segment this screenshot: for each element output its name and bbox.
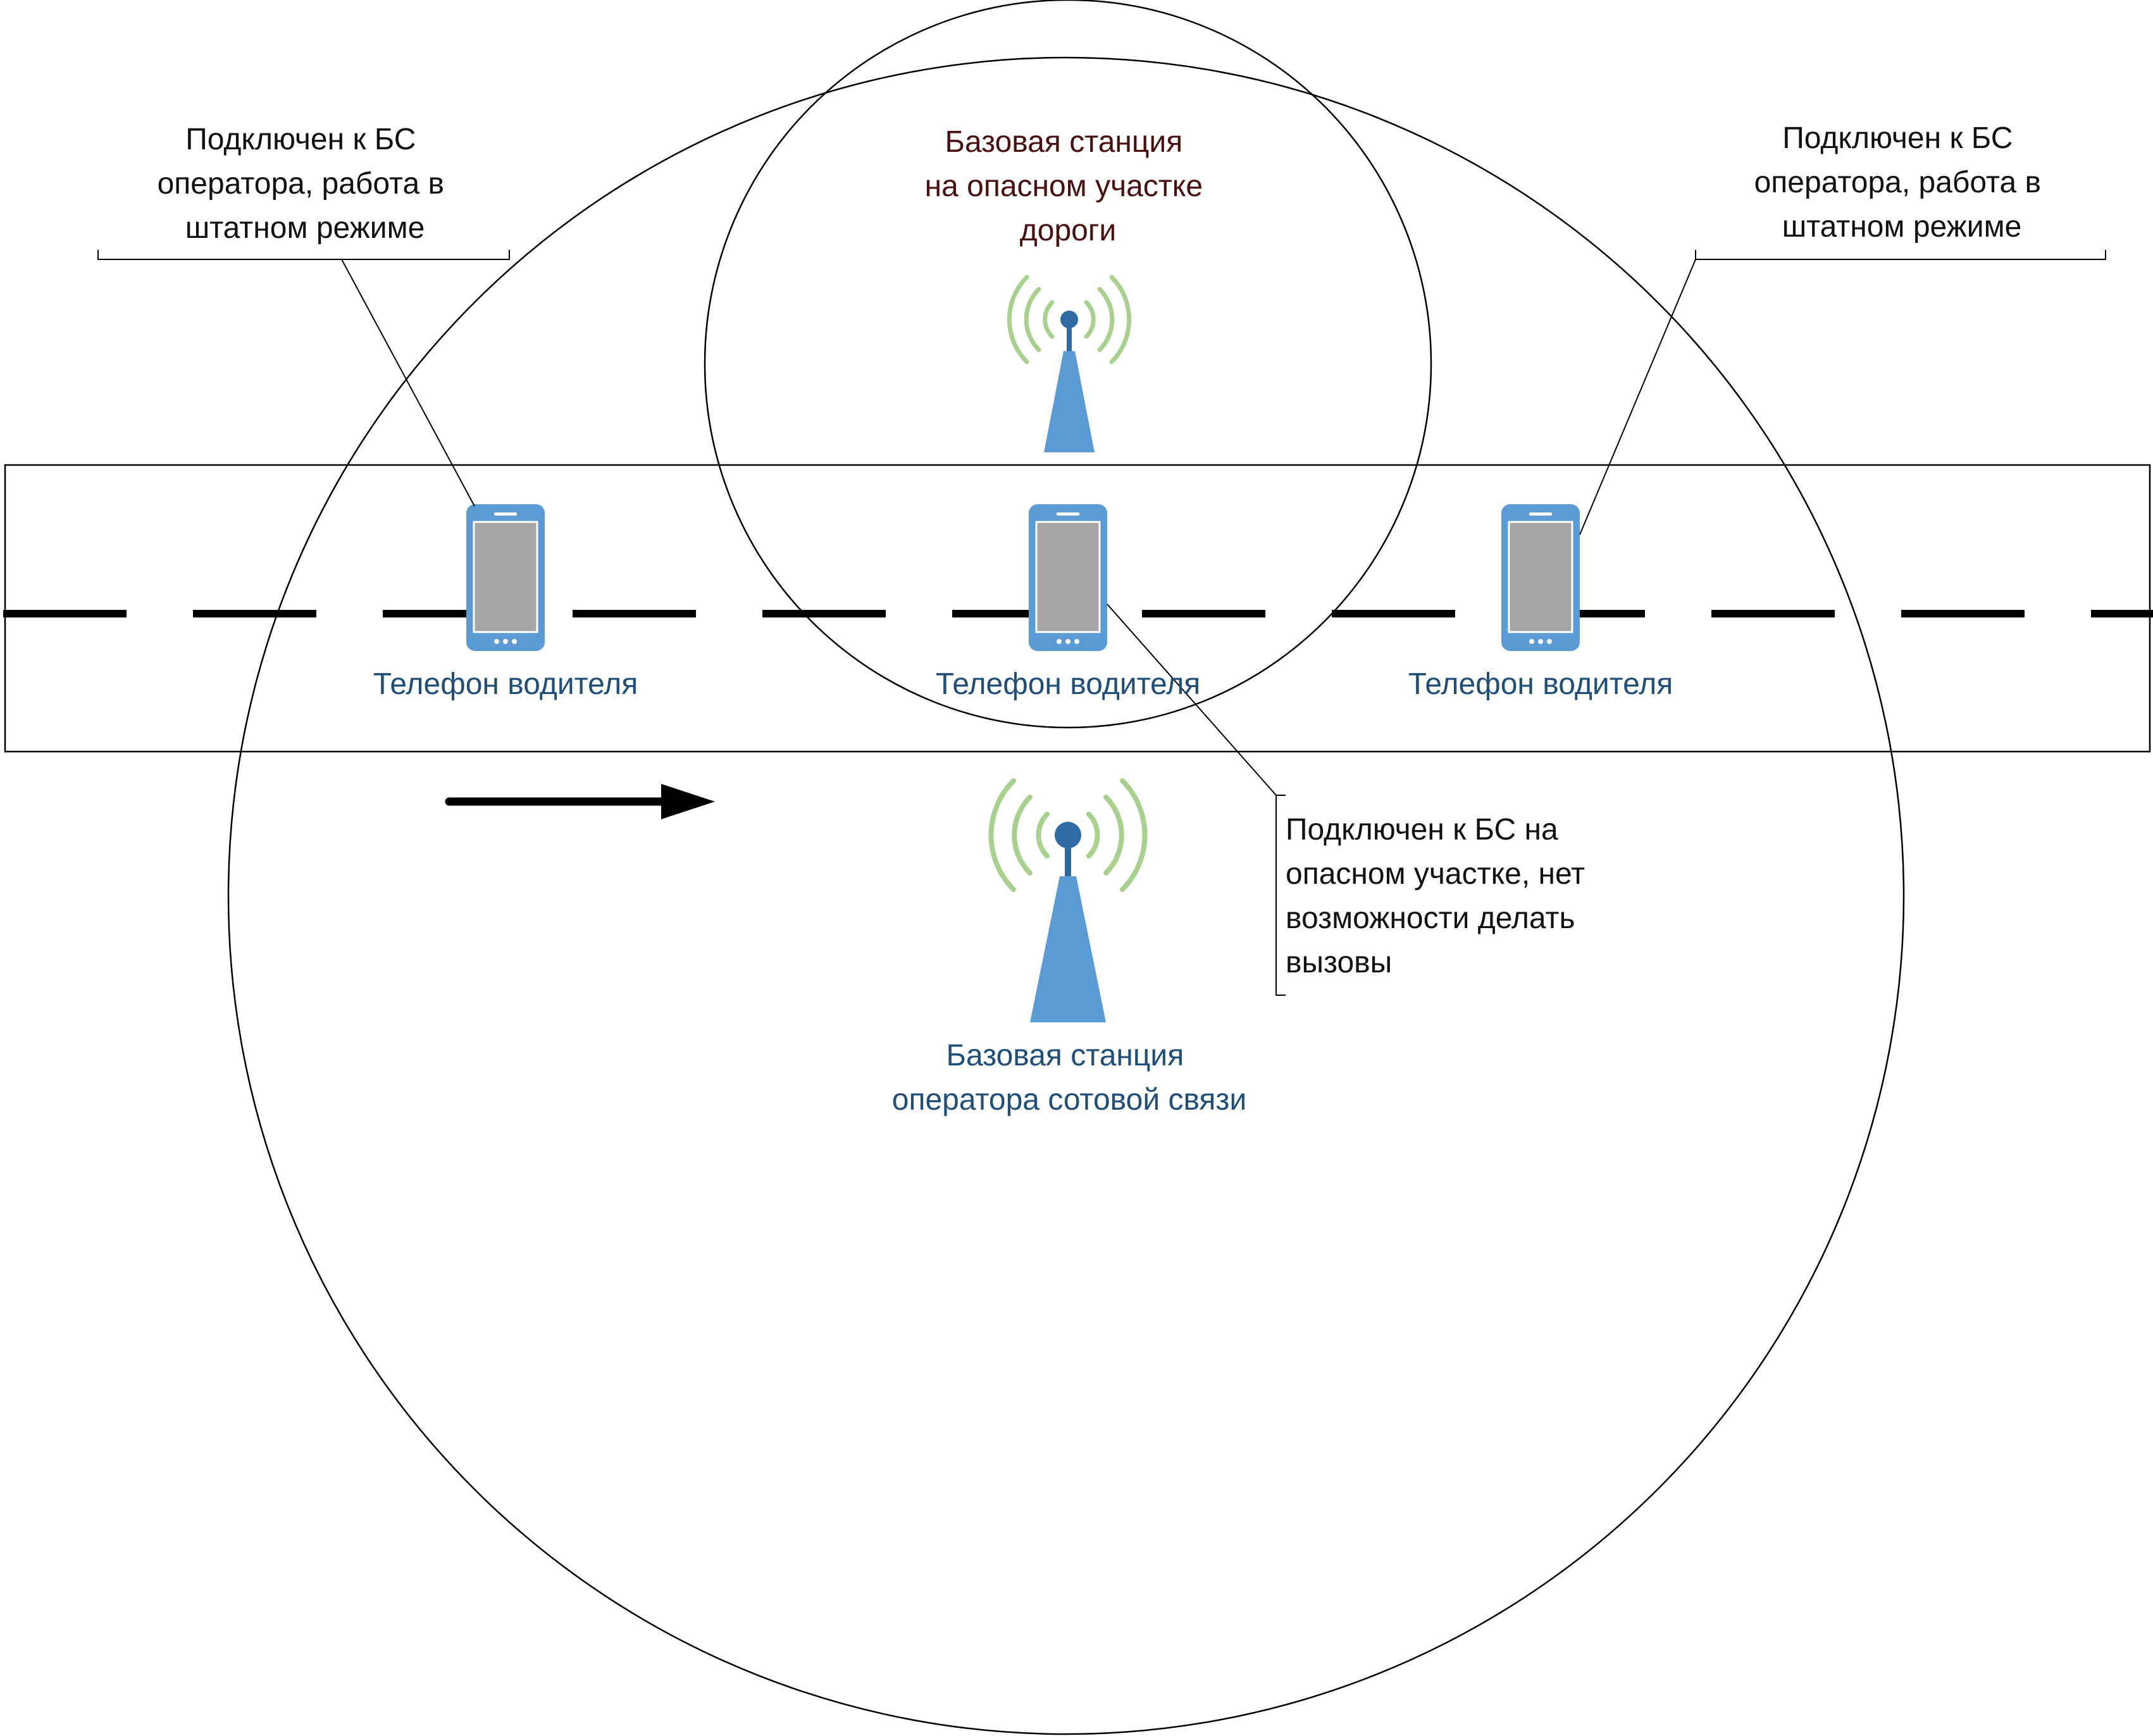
danger-station-label-line: на опасном участке: [925, 170, 1203, 203]
operator-station-label-line: оператора сотовой связи: [892, 1083, 1246, 1117]
phone-label: Телефон водителя: [373, 667, 638, 701]
smartphone-icon: [1029, 504, 1107, 651]
callout-right-bracket: [1579, 250, 2106, 535]
danger-station-label-line: Базовая станция: [945, 125, 1182, 159]
callout-middle-line: опасном участке, нет: [1286, 857, 1585, 891]
phone-label: Телефон водителя: [936, 667, 1200, 701]
direction-arrow: [445, 784, 715, 819]
callout-left-text: Подключен к БС оператора, работа в штатн…: [158, 123, 453, 245]
callout-middle-line: Подключен к БС на: [1286, 813, 1558, 846]
callout-middle-bracket: [1107, 604, 1286, 996]
operator-coverage-circle: [227, 56, 1905, 1735]
phone-label: Телефон водителя: [1408, 667, 1673, 701]
callout-left-line: оператора, работа в: [158, 167, 444, 201]
callout-left-line: штатном режиме: [185, 211, 425, 245]
danger-zone-coverage-circle: [704, 0, 1432, 729]
callout-left-line: Подключен к БС: [185, 123, 416, 156]
callout-right-text: Подключен к БС оператора, работа в штатн…: [1754, 121, 2050, 244]
callout-left-bracket: [97, 250, 510, 507]
callout-middle-text: Подключен к БС на опасном участке, нет в…: [1286, 813, 1593, 979]
callout-right-line: оператора, работа в: [1754, 166, 2041, 199]
operator-station-label: Базовая станция оператора сотовой связи: [892, 1039, 1246, 1117]
road: [4, 464, 2151, 753]
smartphone-icon: [466, 504, 545, 651]
callout-middle-line: возможности делать: [1286, 902, 1575, 935]
callout-right-line: Подключен к БС: [1782, 121, 2013, 155]
operator-station-label-line: Базовая станция: [946, 1039, 1184, 1072]
smartphone-icon: [1501, 504, 1580, 651]
callout-right-line: штатном режиме: [1782, 210, 2022, 244]
cell-tower-icon: [988, 778, 1148, 1022]
danger-station-label: Базовая станция на опасном участке дорог…: [925, 125, 1212, 247]
callout-middle-line: вызовы: [1286, 946, 1392, 979]
danger-station-label-line: дороги: [1020, 214, 1116, 247]
cell-tower-icon: [1007, 275, 1132, 452]
